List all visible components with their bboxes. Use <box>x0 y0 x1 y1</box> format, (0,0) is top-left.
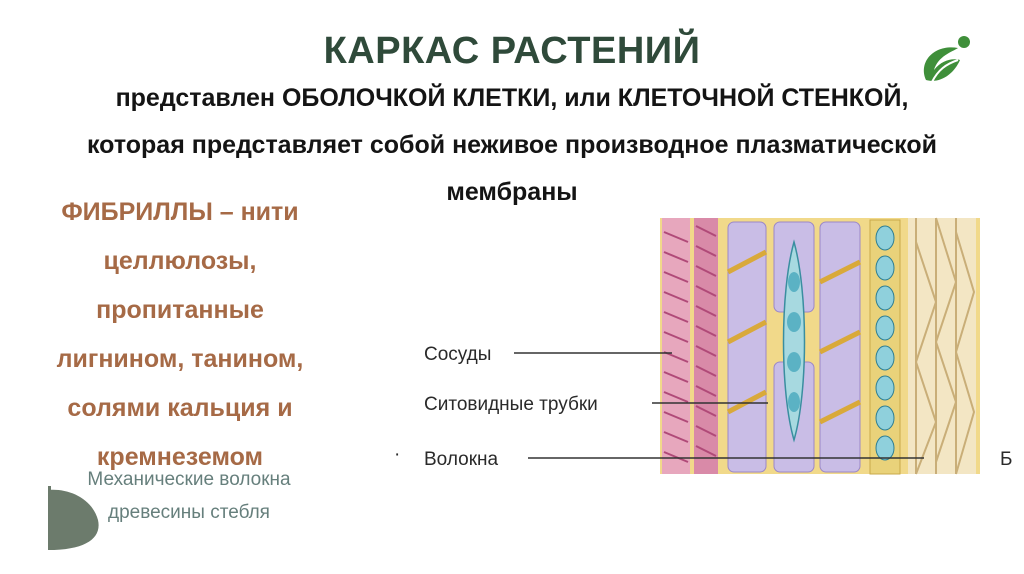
label-vessels: Сосуды <box>424 344 491 365</box>
caption-line: древесины стебля <box>108 502 270 523</box>
tissue-illustration <box>660 217 980 475</box>
label-sieve-tubes: Ситовидные трубки <box>424 394 598 415</box>
fibrils-line: солями кальция и <box>67 394 293 422</box>
subtitle-line-2: которая представляет собой неживое произ… <box>87 131 937 159</box>
fibrils-line: ФИБРИЛЛЫ – нити <box>61 198 299 226</box>
label-fibers: Волокна <box>424 449 498 470</box>
leaf-logo-icon <box>923 36 970 83</box>
fibrils-line: пропитанные <box>96 296 264 324</box>
edge-letter: Б <box>1000 449 1012 470</box>
subtitle-line-1: представлен ОБОЛОЧКОЙ КЛЕТКИ, или КЛЕТОЧ… <box>115 84 909 112</box>
fibrils-line: лигнином, танином, <box>56 345 304 373</box>
caption-line: Механические волокна <box>87 469 291 490</box>
subtitle-line-3: мембраны <box>446 178 578 206</box>
decorative-blob <box>48 486 99 550</box>
leader-lines <box>514 352 924 459</box>
fibrils-text: ФИБРИЛЛЫ – нити целлюлозы, пропитанные л… <box>20 188 340 482</box>
caption-text: Механические волокна древесины стебля <box>55 463 323 529</box>
fibrils-line: кремнеземом <box>96 443 264 471</box>
fibrils-line: целлюлозы, <box>103 247 257 275</box>
stray-dot: · <box>394 444 400 465</box>
plant-tissue-diagram: Сосуды Ситовидные трубки Волокна Б · <box>394 217 1012 475</box>
slide-title: КАРКАС РАСТЕНИЙ <box>323 30 701 72</box>
